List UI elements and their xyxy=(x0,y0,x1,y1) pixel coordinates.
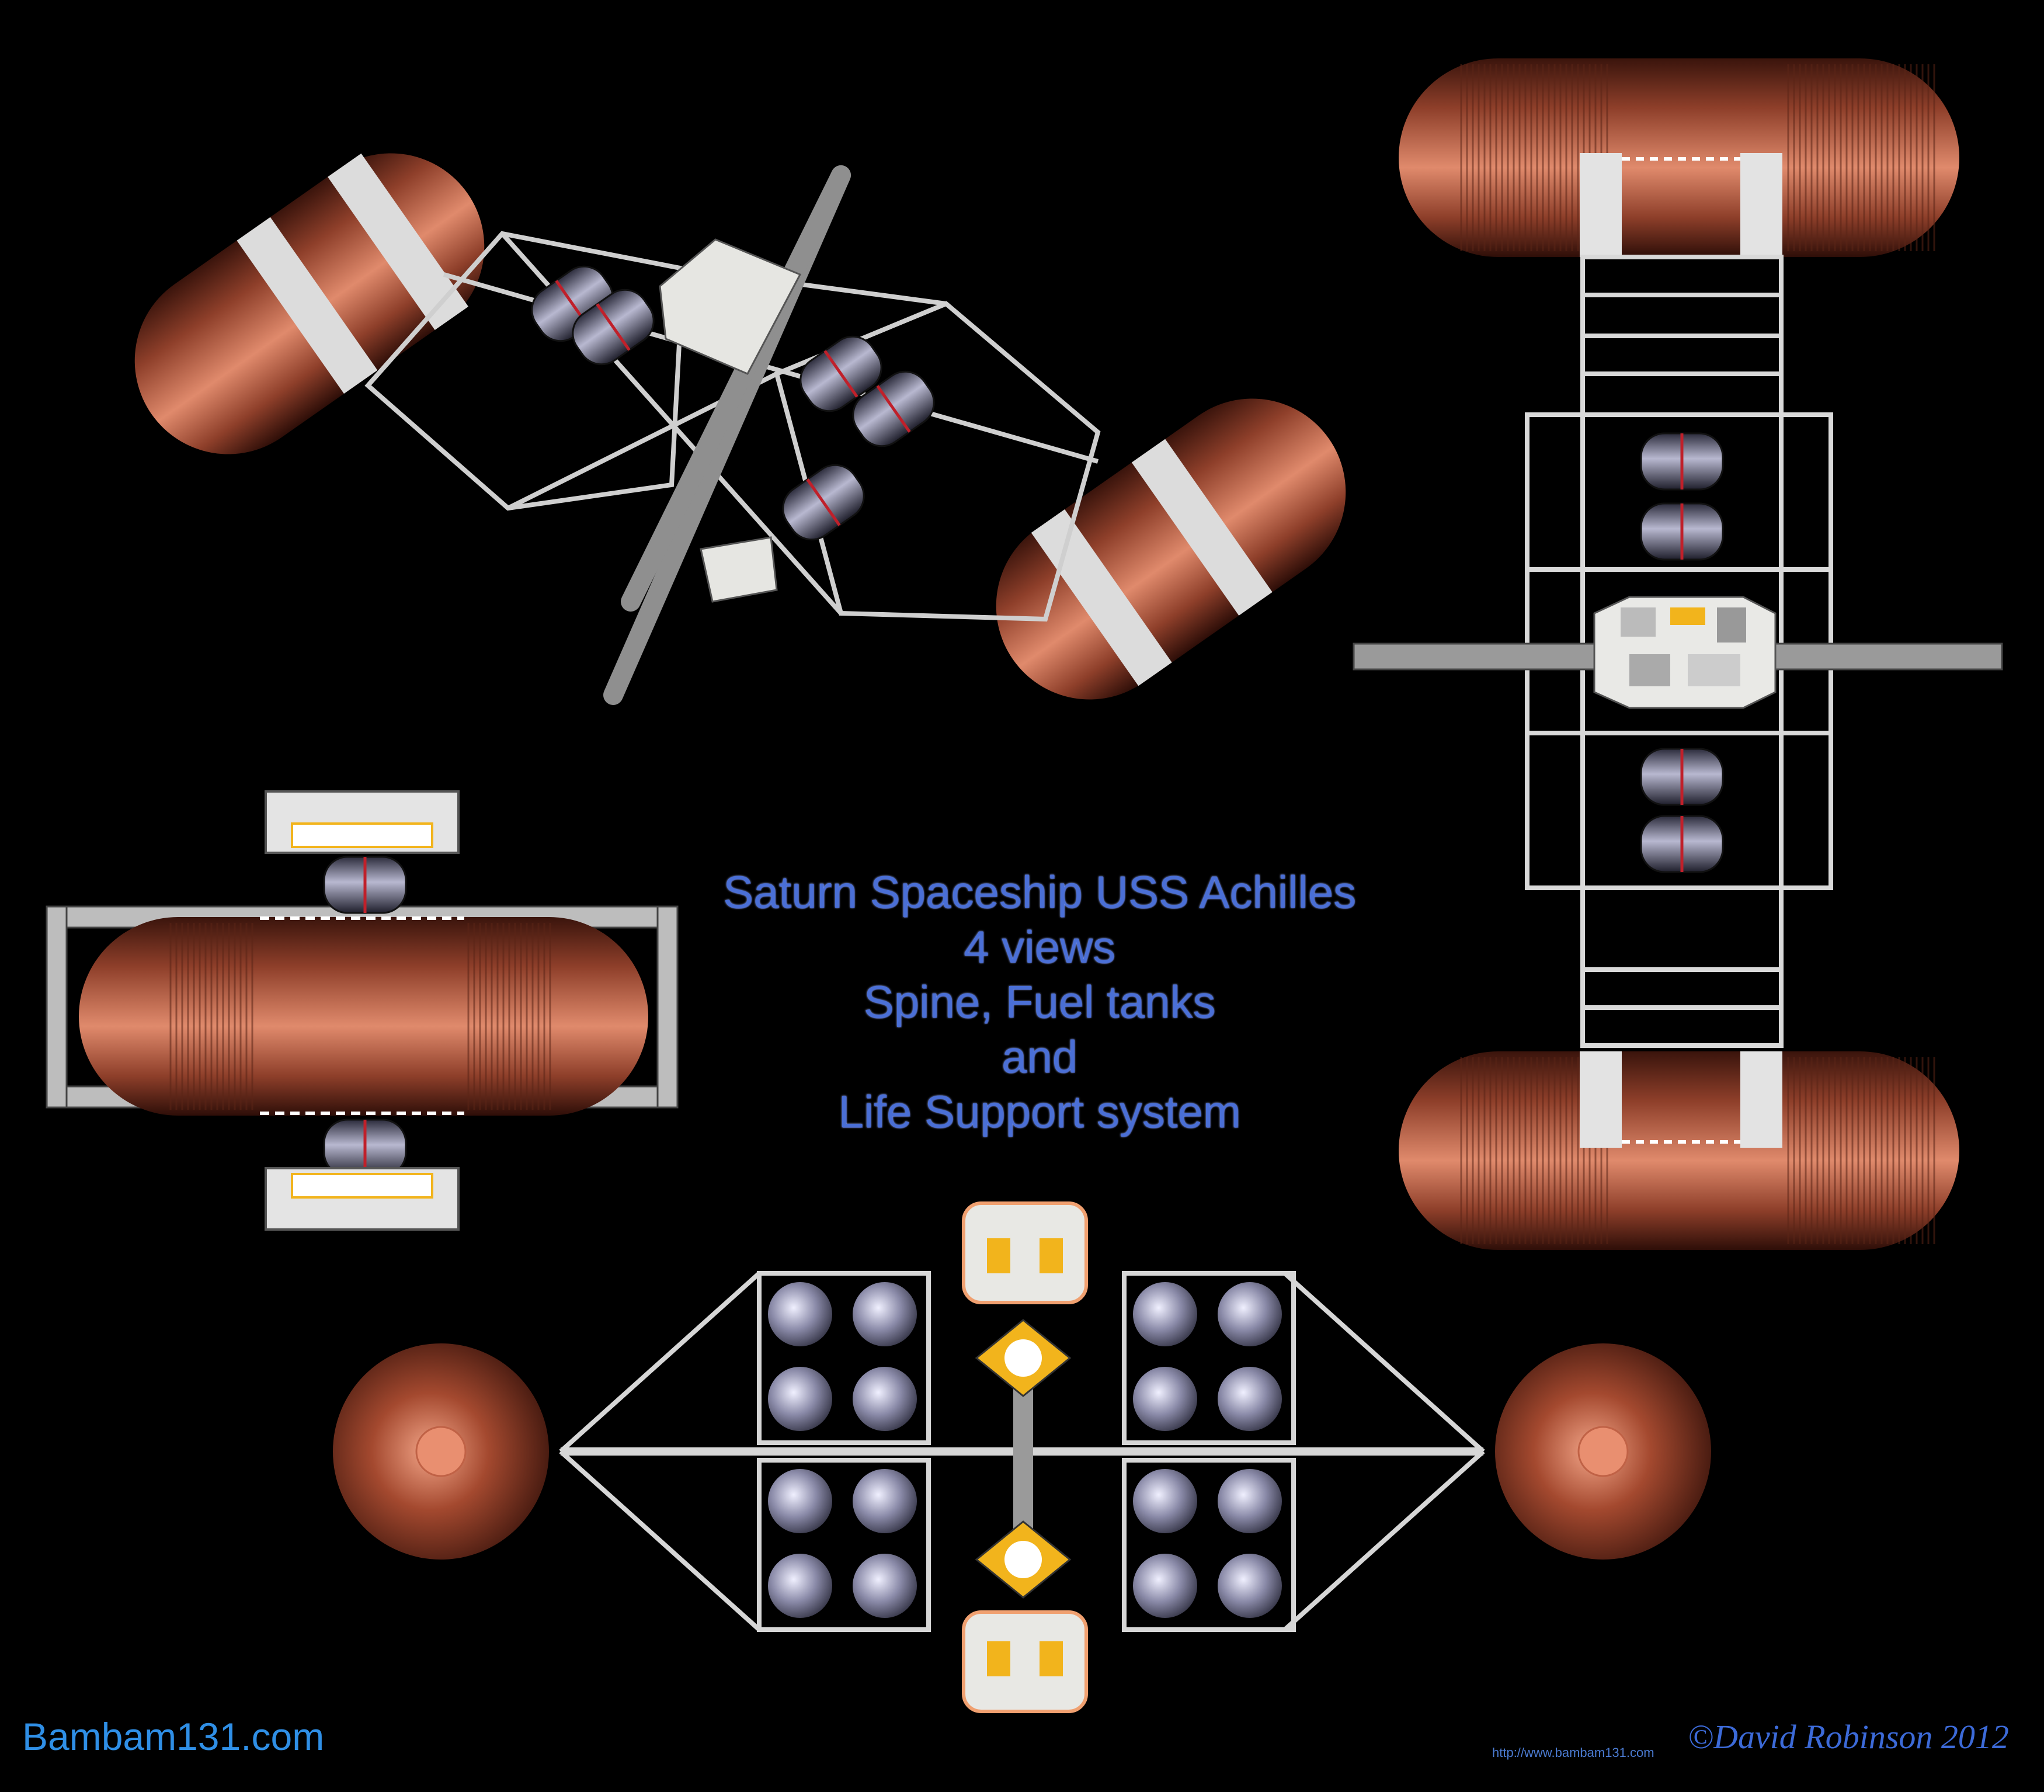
hub-upper xyxy=(975,1319,1072,1397)
title-block: Saturn Spaceship USS Achilles 4 views Sp… xyxy=(689,864,1390,1139)
copyright-signature: ©David Robinson 2012 xyxy=(1688,1718,2009,1756)
spine-persp xyxy=(603,165,851,705)
perspective-view xyxy=(134,153,1346,705)
fuel-tank-persp-right xyxy=(996,398,1346,700)
title-line-3: Spine, Fuel tanks xyxy=(863,976,1216,1027)
title-line-1: Saturn Spaceship USS Achilles xyxy=(723,866,1356,918)
title-line-5: Life Support system xyxy=(838,1086,1241,1137)
hub-lower xyxy=(975,1520,1072,1599)
site-logo-text: Bambam131.com xyxy=(22,1715,325,1758)
fuel-tank-persp-left xyxy=(134,153,485,454)
module-upper-side xyxy=(265,790,460,913)
site-url-link[interactable]: http://www.bambam131.com xyxy=(1492,1745,1654,1760)
side-view xyxy=(46,790,679,1231)
module-lower-side xyxy=(265,1120,460,1231)
module-persp xyxy=(659,238,802,603)
life-support-module-top xyxy=(1593,596,1777,709)
module-front-upper xyxy=(962,1201,1088,1304)
fuel-tank-side xyxy=(79,916,648,1116)
top-view xyxy=(1353,58,2003,1250)
front-view xyxy=(333,1201,1711,1713)
bottle-spheres-front xyxy=(768,1282,1282,1618)
title-line-2: 4 views xyxy=(963,921,1116,973)
module-front-lower xyxy=(962,1610,1088,1713)
fuel-tank-upper xyxy=(1399,58,1959,257)
title-line-4: and xyxy=(1001,1031,1078,1082)
fuel-tank-lower xyxy=(1399,1051,1959,1250)
